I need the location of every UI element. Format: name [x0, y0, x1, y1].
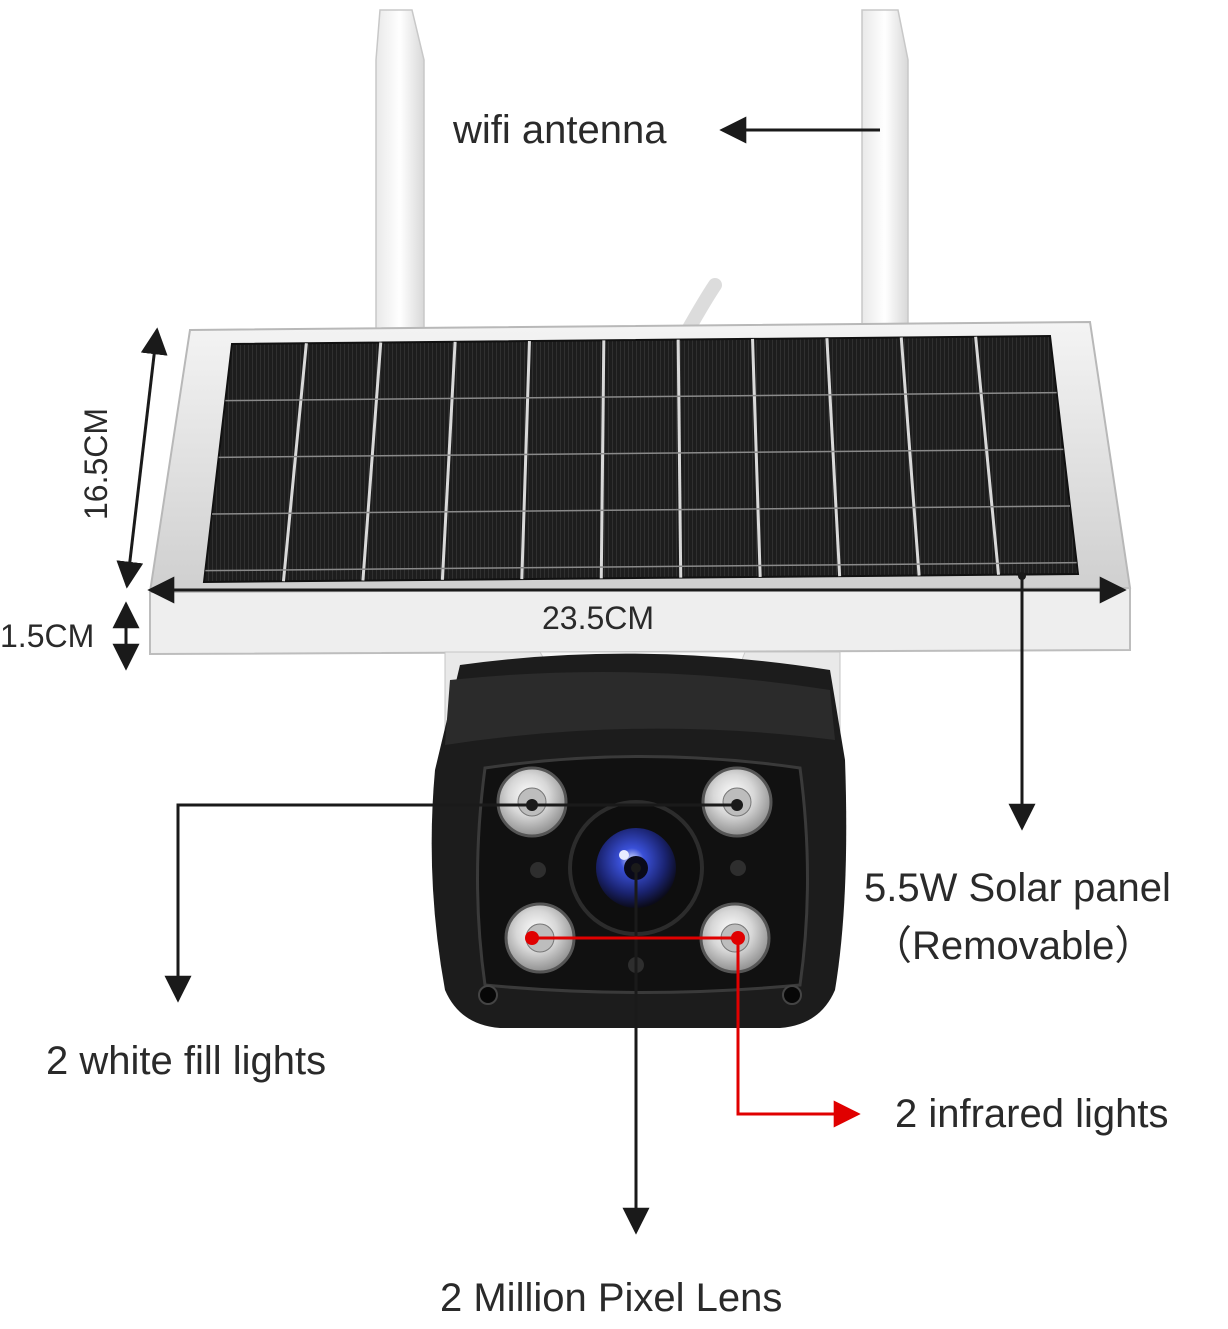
solar-cell-row-divider — [225, 391, 1057, 402]
solar-panel-callout-dot — [1018, 572, 1026, 580]
solar-cell-row-divider — [218, 448, 1064, 459]
infrared-right-dot — [731, 931, 745, 945]
solar-panel — [148, 320, 1132, 656]
white-fill-lights-label: 2 white fill lights — [46, 1039, 327, 1083]
solar-cell-column-divider — [974, 336, 1001, 575]
left-antenna — [375, 9, 425, 331]
right-antenna — [861, 9, 909, 331]
width-dimension-label: 23.5CM — [542, 600, 655, 636]
antenna-cable — [681, 278, 722, 337]
infrared-lights-callout — [532, 936, 861, 1128]
lens-callout-dot — [631, 863, 641, 873]
solar-panel-removable-label: （Removable） — [872, 924, 1155, 968]
infrared-lights-label: 2 infrared lights — [895, 1092, 1169, 1136]
white-fill-right-dot — [731, 799, 743, 811]
thickness-dimension-label: 1.5CM — [0, 618, 95, 654]
lens-label: 2 Million Pixel Lens — [440, 1276, 783, 1320]
solar-cell-column-divider — [440, 341, 457, 580]
solar-cell-column-divider — [361, 342, 383, 581]
solar-panel-label: 5.5W Solar panel — [864, 866, 1171, 910]
white-fill-left-dot — [526, 799, 538, 811]
height-dimension-label: 16.5CM — [78, 407, 114, 520]
height-dimension-arrow — [116, 327, 168, 589]
solar-cell-column-divider — [751, 338, 762, 577]
solar-cell-row-divider — [205, 561, 1077, 572]
wifi-antenna-label: wifi antenna — [453, 108, 667, 152]
solar-cell-column-divider — [676, 339, 683, 578]
solar-cell-row-divider — [211, 505, 1071, 515]
solar-cell-grid — [205, 336, 1077, 582]
infrared-left-dot — [525, 931, 539, 945]
sensor-right — [730, 860, 746, 876]
solar-cell-column-divider — [599, 340, 606, 579]
solar-cell-column-divider — [825, 338, 842, 577]
solar-cell-column-divider — [281, 343, 308, 582]
sensor-left — [530, 862, 546, 878]
solar-cell-column-divider — [899, 337, 921, 576]
solar-cell-column-divider — [520, 341, 531, 580]
white-fill-lights-callout — [164, 803, 737, 1003]
